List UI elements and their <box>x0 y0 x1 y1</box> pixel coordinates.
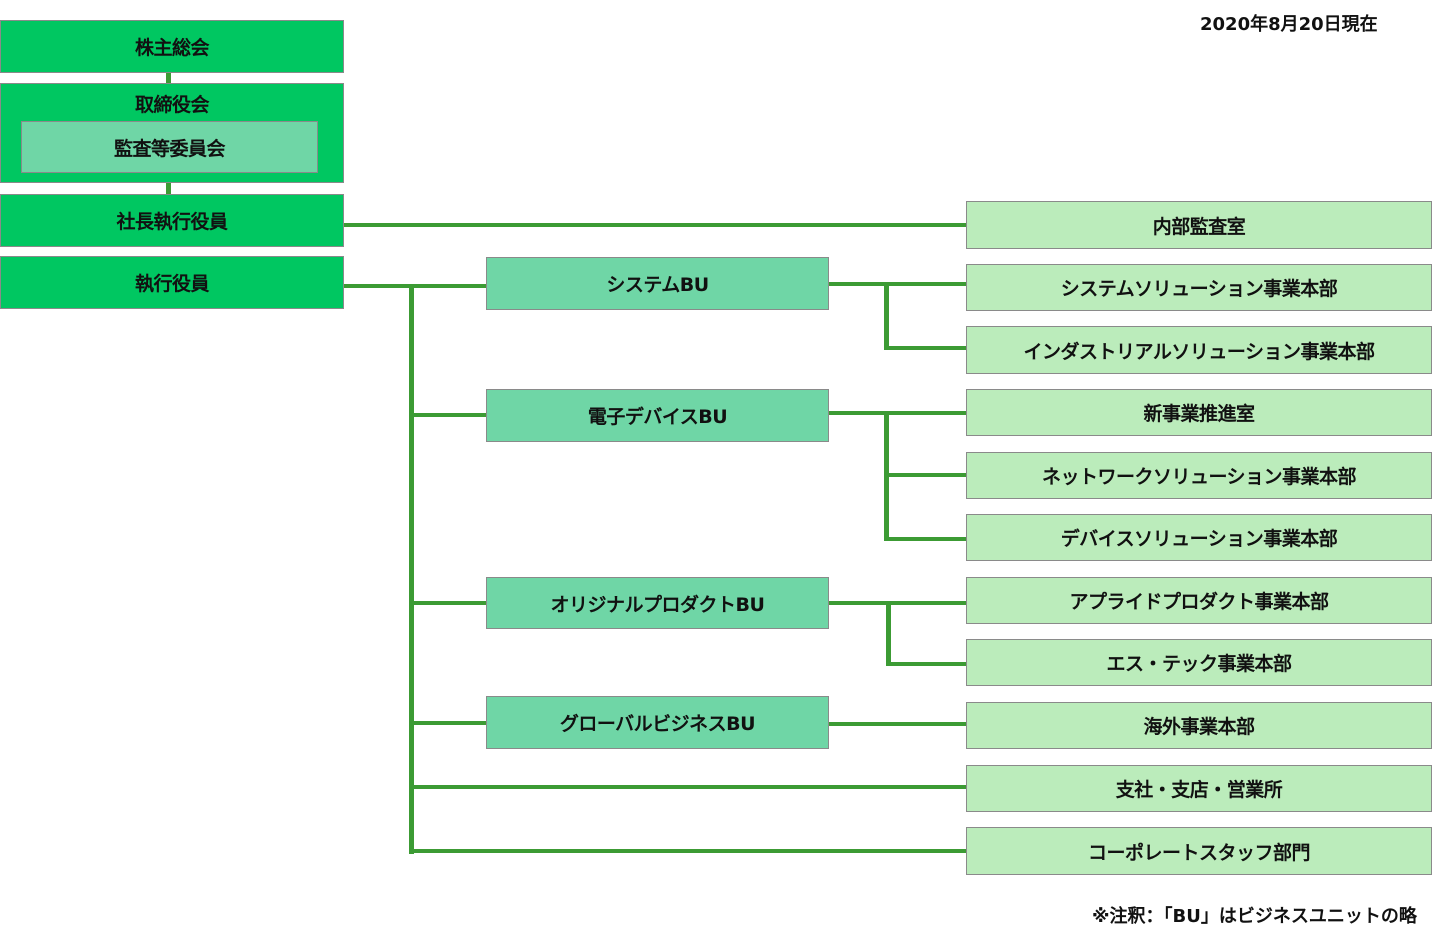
connector-system-bu-vertical <box>884 282 889 350</box>
connector-president-audit <box>343 223 966 227</box>
branches-box: 支社・支店・営業所 <box>966 765 1432 812</box>
internal-audit-box: 内部監査室 <box>966 201 1432 249</box>
connector-to-original-bu <box>409 601 486 605</box>
s-tech-box: エス・テック事業本部 <box>966 639 1432 686</box>
connector-executives-spine <box>343 284 486 288</box>
connector-to-network <box>884 473 966 477</box>
audit-committee-box: 監査等委員会 <box>21 121 318 173</box>
device-solutions-box: デバイスソリューション事業本部 <box>966 514 1432 561</box>
original-products-bu-box: オリジナルプロダクトBU <box>486 577 829 629</box>
connector-original-bu-out <box>828 601 966 605</box>
footnote: ※注釈：「BU」はビジネスユニットの略 <box>1092 906 1417 927</box>
network-solutions-box: ネットワークソリューション事業本部 <box>966 452 1432 499</box>
executives-box: 執行役員 <box>0 256 344 309</box>
connector-to-global-bu <box>409 721 486 725</box>
applied-products-box: アプライドプロダクト事業本部 <box>966 577 1432 624</box>
president-box: 社長執行役員 <box>0 194 344 247</box>
connector-to-corporate-staff <box>409 849 966 853</box>
connector-to-industrial <box>884 346 966 350</box>
shareholders-box: 株主総会 <box>0 20 344 73</box>
connector-board-president <box>166 182 171 195</box>
connector-to-device <box>884 537 966 541</box>
connector-shareholders-board <box>166 72 171 84</box>
global-business-bu-box: グローバルビジネスBU <box>486 696 829 749</box>
connector-original-bu-vertical <box>886 601 891 666</box>
board-box: 取締役会 監査等委員会 <box>0 83 344 183</box>
connector-main-vertical <box>409 284 414 854</box>
corporate-staff-box: コーポレートスタッフ部門 <box>966 827 1432 875</box>
connector-electronic-bu-out <box>828 411 966 415</box>
connector-to-branches <box>409 785 966 789</box>
system-solutions-box: システムソリューション事業本部 <box>966 264 1432 311</box>
board-title: 取締役会 <box>134 94 210 116</box>
connector-to-electronic-bu <box>409 413 486 417</box>
industrial-solutions-box: インダストリアルソリューション事業本部 <box>966 326 1432 374</box>
date-label: 2020年8月20日現在 <box>1200 14 1378 35</box>
overseas-box: 海外事業本部 <box>966 702 1432 749</box>
connector-system-bu-out <box>828 282 966 286</box>
connector-global-bu-out <box>828 722 966 726</box>
electronic-devices-bu-box: 電子デバイスBU <box>486 389 829 442</box>
connector-to-s-tech <box>886 662 966 666</box>
system-bu-box: システムBU <box>486 257 829 310</box>
new-business-box: 新事業推進室 <box>966 389 1432 436</box>
